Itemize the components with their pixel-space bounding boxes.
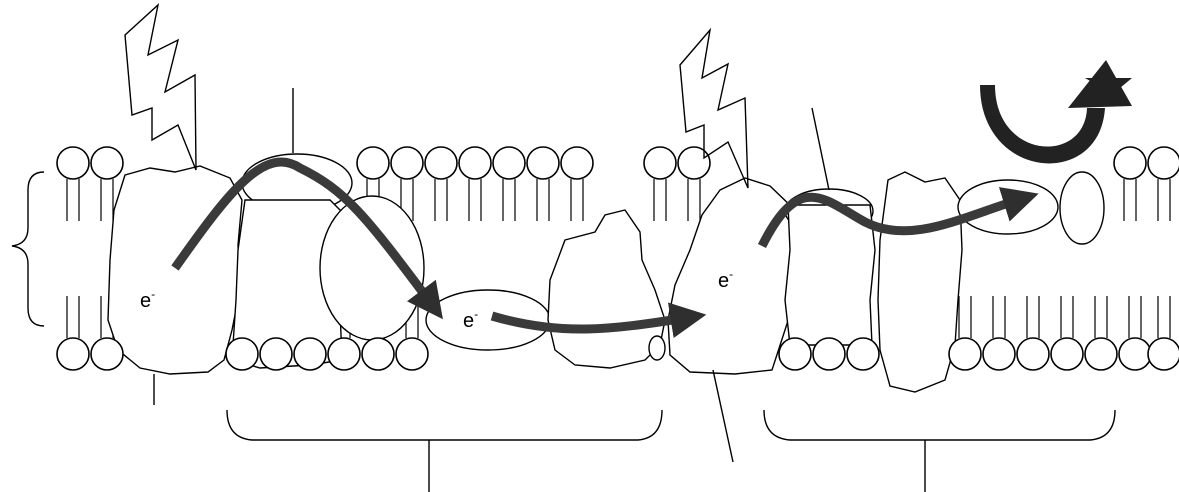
upper-lipid-heads [57,147,1179,179]
lipid-head [1119,338,1151,370]
lipid-head [425,147,457,179]
lipid-head [779,338,811,370]
bracket-right [764,410,1115,492]
lipid-head [1114,147,1146,179]
lipid-head [260,338,292,370]
lipid-head [561,147,593,179]
lipid-head [57,147,89,179]
lipid-head [678,147,710,179]
curved-arrow-icon [980,60,1132,163]
lipid-head [983,338,1015,370]
lipid-head [527,147,559,179]
lipid-head [294,338,326,370]
photosystem-ii-complex [108,166,242,374]
lipid-head [391,147,423,179]
lipid-head [949,338,981,370]
lipid-head [493,147,525,179]
lipid-head [459,147,491,179]
lightning-bolt-icon [125,5,196,170]
lipid-head [396,338,428,370]
lipid-head [1148,147,1179,179]
lipid-head [1085,338,1117,370]
lipid-head [1148,338,1179,370]
lipid-head [226,338,258,370]
lipid-head [328,338,360,370]
lipid-head [357,147,389,179]
lipid-head [813,338,845,370]
lipid-head [91,338,123,370]
lipid-head [1017,338,1049,370]
small-protein-ellipse [1060,172,1104,244]
bracket-left [227,410,662,492]
lipid-head [1051,338,1083,370]
lipid-head [57,338,89,370]
lipid-head [644,147,676,179]
lipid-head [91,147,123,179]
small-bead [649,336,665,360]
lipid-head [847,338,879,370]
atp-synthase-stalk [785,205,875,345]
photosystem-i-complex [548,210,665,368]
plastocyanin-ellipse [426,290,550,350]
membrane-brace [12,172,44,326]
lipid-head [362,338,394,370]
